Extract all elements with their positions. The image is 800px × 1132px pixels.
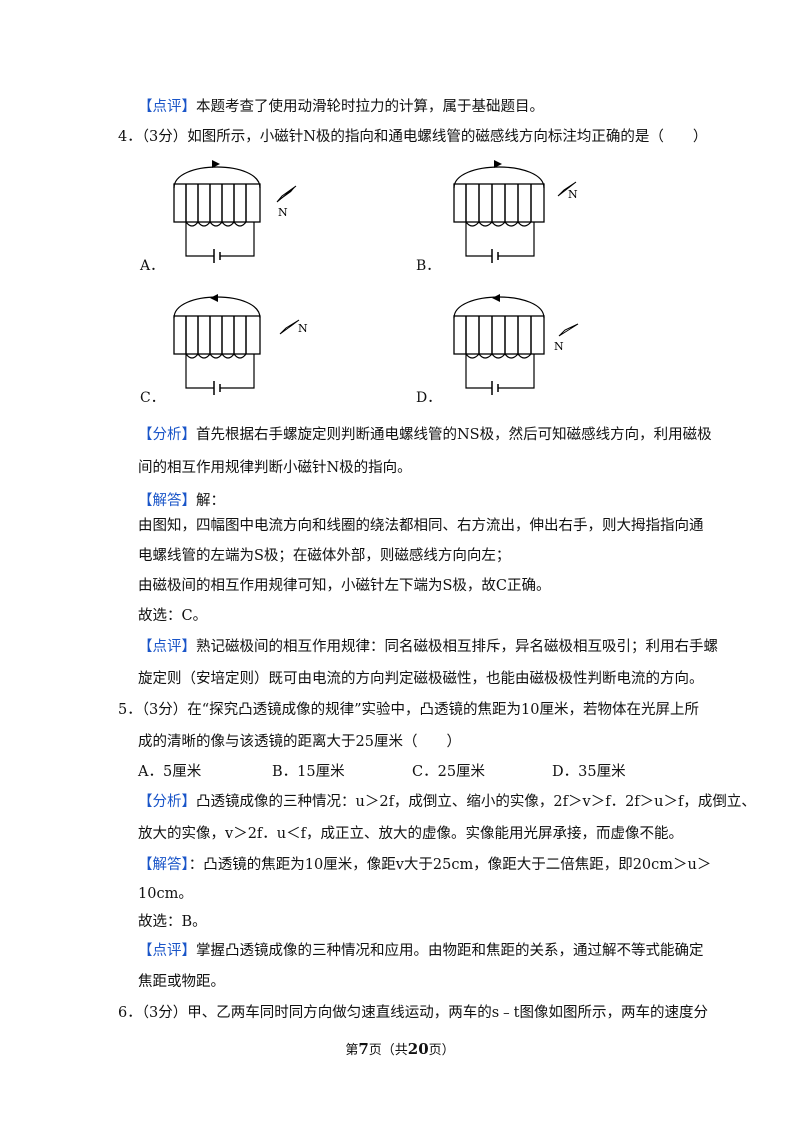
q5-option-c: C．25厘米 xyxy=(412,764,486,780)
q4-answer-line-2: 电螺线管的左端为S极；在磁体外部，则磁感线方向向左； xyxy=(138,548,511,564)
figure-d-n-label: N xyxy=(554,340,564,353)
q5-option-d: D．35厘米 xyxy=(552,764,626,780)
figure-c: N xyxy=(173,294,308,395)
q4-answer-line-1: 由图知，四幅图中电流方向和线圈的绕法都相同、右方流出，伸出右手，则大拇指指向通 xyxy=(138,518,704,534)
figure-a-n-label: N xyxy=(278,206,288,219)
figure-d: N xyxy=(453,294,579,395)
q5-analysis-line-2: 放大的实像，v＞2f．u＜f，成正立、放大的虚像。实像能用光屏承接，而虚像不能。 xyxy=(138,826,683,842)
q4-analysis-line-2: 间的相互作用规律判断小磁针N极的指向。 xyxy=(138,460,412,476)
page-number: 7 xyxy=(358,1040,369,1058)
figure-b-n-label: N xyxy=(568,188,578,201)
q4-analysis-line-1: 【分析】首先根据右手螺旋定则判断通电螺线管的NS极，然后可知磁感线方向，利用磁极 xyxy=(138,427,712,443)
figure-a: N xyxy=(173,160,297,263)
page-total: 20 xyxy=(407,1040,429,1058)
q5-answer-line-2: 10cm。 xyxy=(138,886,193,902)
q5-answer-choice: 故选：B。 xyxy=(138,914,207,930)
q5-stem-line-2: 成的清晰的像与该透镜的距离大于25厘米（ ） xyxy=(138,734,461,750)
q4-answer-choice: 故选：C。 xyxy=(138,608,208,624)
q5-answer-line-1: 【解答】：凸透镜的焦距为10厘米，像距v大于25cm，像距大于二倍焦距，即20c… xyxy=(138,857,712,873)
q5-stem-line-1: 5．（3分）在“探究凸透镜成像的规律”实验中，凸透镜的焦距为10厘米，若物体在光… xyxy=(118,702,699,718)
q4-stem: 4．（3分）如图所示，小磁针N极的指向和通电螺线管的磁感线方向标注均正确的是（ … xyxy=(118,129,708,145)
q5-option-b: B．15厘米 xyxy=(272,764,345,780)
option-d-label: D． xyxy=(416,390,442,406)
q5-option-a: A．5厘米 xyxy=(138,764,202,780)
option-c-label: C． xyxy=(140,390,165,406)
page-footer: 第7页（共20页） xyxy=(345,1040,455,1058)
q4-answer-head: 【解答】解： xyxy=(138,493,225,509)
q6-stem: 6．（3分）甲、乙两车同时同方向做匀速直线运动，两车的s﹣t图像如图所示，两车的… xyxy=(118,1005,708,1021)
option-b-label: B． xyxy=(416,258,441,274)
q5-analysis-line-1: 【分析】凸透镜成像的三种情况：u＞2f，成倒立、缩小的实像，2f＞v＞f．2f＞… xyxy=(138,794,756,810)
option-a-label: A． xyxy=(140,258,165,274)
q5-comment-line-2: 焦距或物距。 xyxy=(138,974,225,990)
q3-comment: 【点评】本题考查了使用动滑轮时拉力的计算，属于基础题目。 xyxy=(138,99,544,115)
q4-answer-line-3: 由磁极间的相互作用规律可知，小磁针左下端为S极，故C正确。 xyxy=(138,578,551,594)
figure-c-n-label: N xyxy=(298,322,308,335)
q4-comment-line-2: 旋定则（安培定则）既可由电流的方向判定磁极磁性，也能由磁极极性判断电流的方向。 xyxy=(138,671,704,687)
q4-comment-line-1: 【点评】熟记磁极间的相互作用规律：同名磁极相互排斥，异名磁极相互吸引；利用右手螺 xyxy=(138,639,718,655)
q5-comment-line-1: 【点评】掌握凸透镜成像的三种情况和应用。由物距和焦距的关系，通过解不等式能确定 xyxy=(138,943,704,959)
figure-b: N xyxy=(453,160,578,263)
